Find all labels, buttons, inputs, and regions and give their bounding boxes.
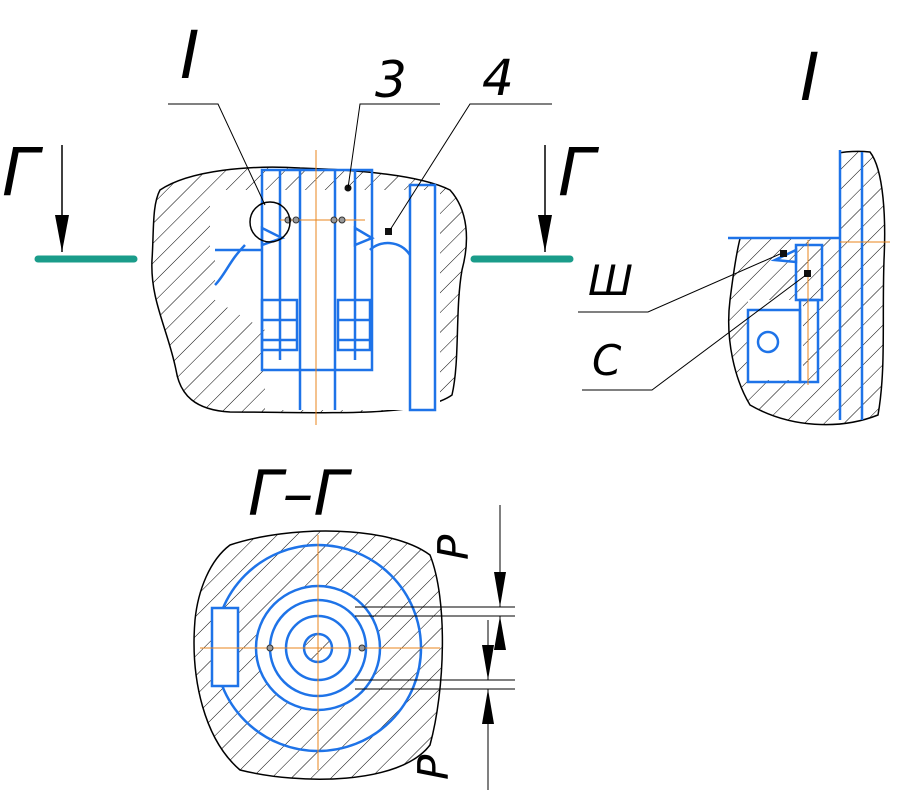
section-title: Г–Г [248, 457, 353, 530]
label-detail-view-I: I [800, 39, 819, 116]
dim-P-top: P [429, 534, 478, 560]
marker-Sh [780, 250, 787, 257]
sleeve [260, 168, 374, 372]
section-mark-right: Г [470, 134, 600, 263]
label-part-4: 4 [482, 49, 514, 107]
label-detail-I: I [180, 17, 199, 94]
label-Sh: Ш [588, 256, 633, 305]
ball [330, 216, 338, 224]
main-view-parts [214, 168, 437, 412]
label-section-left: Г [2, 134, 44, 211]
main-view-cavity [210, 190, 440, 410]
dim-P-bottom: P [409, 754, 458, 780]
label-part-3: 3 [375, 51, 407, 109]
detail-circle [249, 201, 291, 243]
section-mark-left: Г [2, 134, 138, 263]
label-section-right: Г [558, 134, 600, 211]
marker-4 [385, 228, 392, 235]
leaders [168, 103, 552, 231]
ball [338, 216, 346, 224]
detail-view: I Ш С [578, 39, 890, 426]
label-S: С [592, 336, 622, 385]
main-view: I 3 4 [151, 17, 552, 425]
detail-leaders [578, 253, 807, 391]
marker-S [804, 270, 811, 277]
ball [292, 216, 300, 224]
section-view: Г–Г P P [193, 457, 515, 790]
